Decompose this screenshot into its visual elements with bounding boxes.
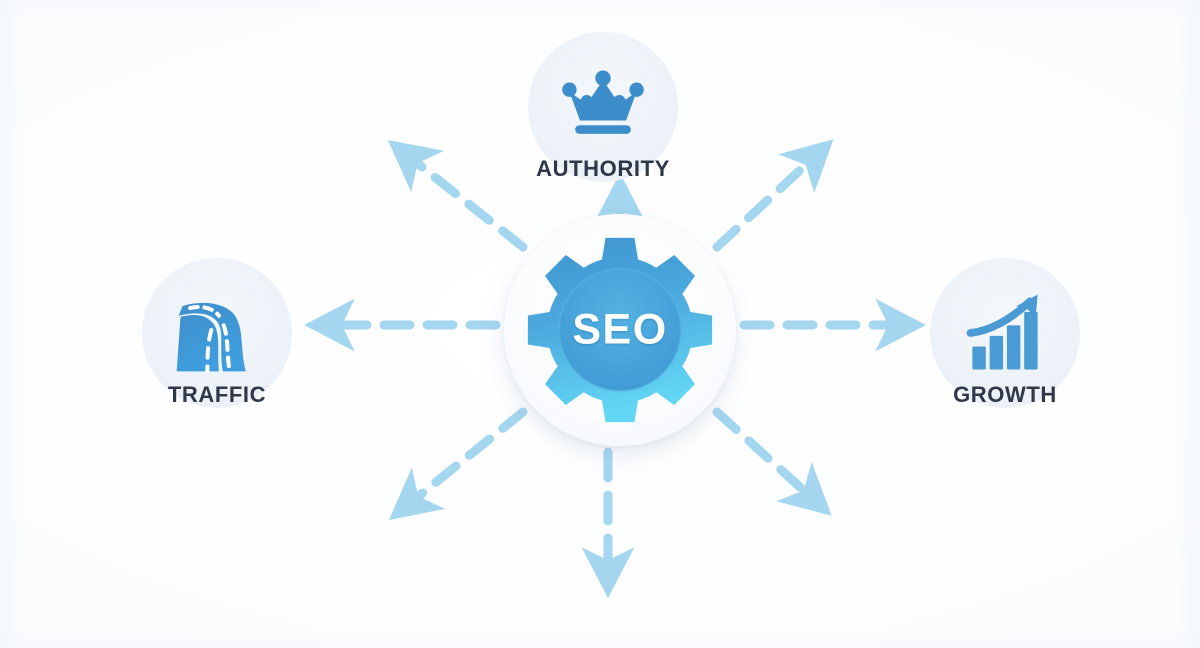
crown-icon <box>562 70 644 134</box>
seo-hub[interactable]: SEO <box>504 214 736 446</box>
node-growth-circle <box>930 258 1080 408</box>
arrow-up-left <box>387 139 528 252</box>
gear-icon <box>527 237 713 423</box>
node-traffic[interactable]: TRAFFIC <box>142 258 292 408</box>
bar-4 <box>1024 311 1038 370</box>
node-growth-label: GROWTH <box>953 382 1057 407</box>
node-authority-label: AUTHORITY <box>536 156 670 181</box>
arrow-up-right <box>712 139 834 252</box>
bar-1 <box>972 346 986 370</box>
node-traffic-circle <box>142 258 292 408</box>
bar-3 <box>1006 325 1021 370</box>
bar-chart-arrow-icon <box>966 294 1038 370</box>
arrow-down-right <box>712 407 832 516</box>
arrow-down-left <box>388 407 528 521</box>
node-authority-circle <box>528 32 678 182</box>
node-traffic-label: TRAFFIC <box>167 382 267 407</box>
bar-2 <box>989 335 1004 370</box>
node-growth[interactable]: GROWTH <box>930 258 1080 408</box>
road-icon <box>176 302 246 373</box>
node-authority[interactable]: AUTHORITY <box>528 32 678 182</box>
